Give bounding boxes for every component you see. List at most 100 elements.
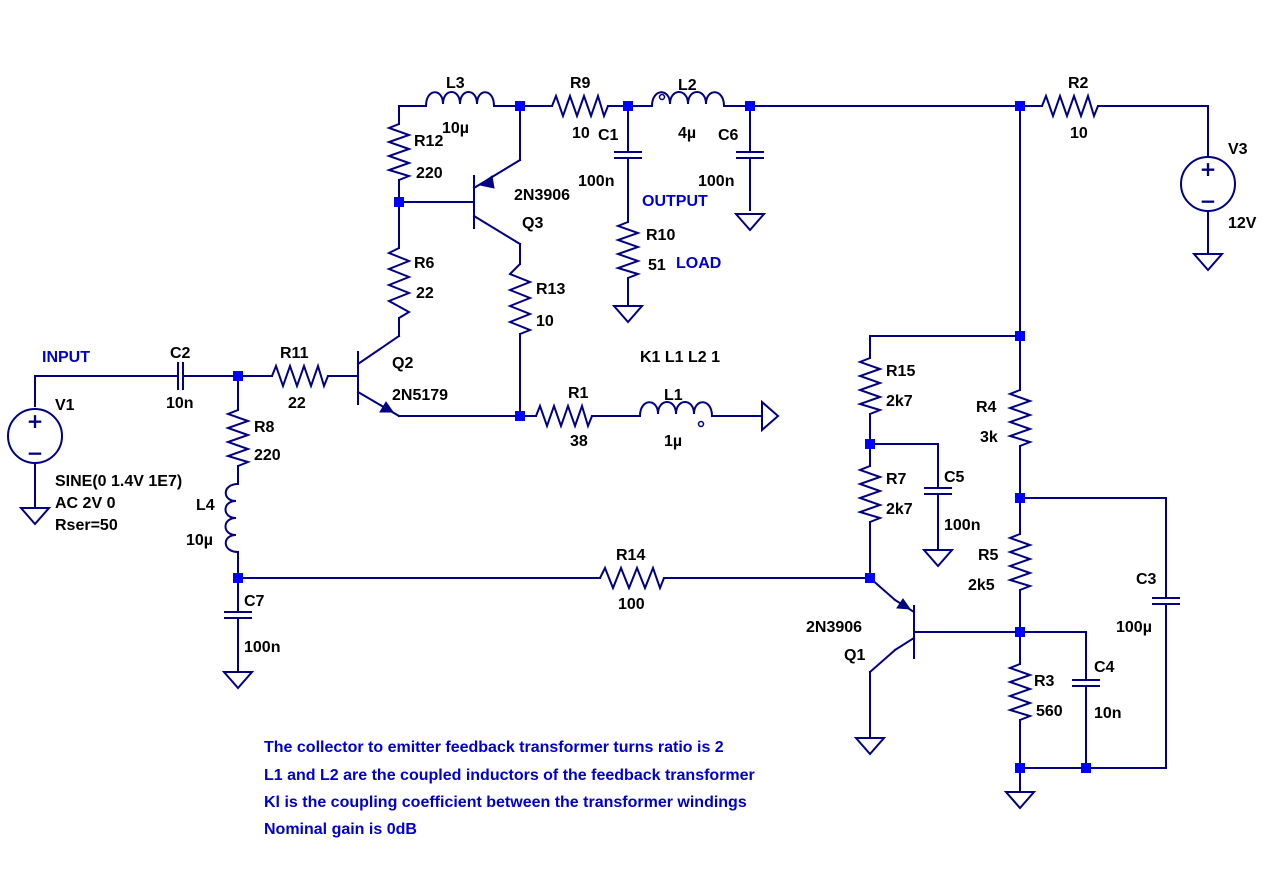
note-line: Nominal gain is 0dB bbox=[264, 821, 417, 838]
r14-value: 100 bbox=[618, 596, 645, 613]
ground-icon bbox=[761, 399, 780, 433]
resistor-r1 bbox=[535, 402, 593, 430]
resistor-r13 bbox=[507, 263, 533, 335]
q1-name: Q1 bbox=[844, 647, 865, 664]
r14-name: R14 bbox=[616, 547, 645, 564]
capacitor-c6 bbox=[736, 151, 764, 165]
r1-name: R1 bbox=[568, 385, 589, 402]
r9-value: 10 bbox=[572, 125, 590, 142]
r2-value: 10 bbox=[1070, 125, 1088, 142]
resistor-r3 bbox=[1006, 663, 1034, 721]
resistor-r10 bbox=[614, 221, 642, 279]
r9-name: R9 bbox=[570, 75, 591, 92]
r5-value: 2k5 bbox=[968, 577, 995, 594]
resistor-r9 bbox=[551, 92, 609, 120]
c1-name: C1 bbox=[598, 127, 619, 144]
c2-name: C2 bbox=[170, 345, 191, 362]
r7-value: 2k7 bbox=[886, 501, 913, 518]
ground-icon bbox=[853, 737, 887, 756]
r3-value: 560 bbox=[1036, 703, 1063, 720]
capacitor-c7 bbox=[224, 611, 252, 625]
svg-text:−: − bbox=[1200, 189, 1217, 213]
r12-name: R12 bbox=[414, 133, 443, 150]
l1-value: 1µ bbox=[664, 433, 682, 450]
inductor-l3 bbox=[425, 91, 495, 107]
transistor-q3-symbol bbox=[472, 158, 522, 246]
voltage-source-v1: + − bbox=[7, 408, 63, 465]
capacitor-c2 bbox=[171, 362, 190, 390]
c4-name: C4 bbox=[1094, 659, 1115, 676]
r6-value: 22 bbox=[416, 285, 434, 302]
r7-name: R7 bbox=[886, 471, 907, 488]
voltage-source-v3: + − bbox=[1180, 156, 1236, 213]
v1-spec-ac: AC 2V 0 bbox=[55, 495, 116, 512]
capacitor-c1 bbox=[614, 151, 642, 165]
transistor-q2-symbol bbox=[356, 334, 401, 418]
r1-value: 38 bbox=[570, 433, 588, 450]
resistor-r5 bbox=[1006, 533, 1034, 591]
ground-icon bbox=[611, 305, 645, 324]
ground-icon bbox=[18, 507, 52, 526]
c3-name: C3 bbox=[1136, 571, 1157, 588]
inductor-l2-phase-dot bbox=[658, 93, 666, 101]
wires bbox=[34, 105, 1209, 793]
c3-value: 100µ bbox=[1116, 619, 1152, 636]
r8-value: 220 bbox=[254, 447, 281, 464]
c4-value: 10n bbox=[1094, 705, 1122, 722]
c5-name: C5 bbox=[944, 469, 965, 486]
inductor-l2 bbox=[651, 91, 725, 107]
q2-name: Q2 bbox=[392, 355, 413, 372]
v3-value: 12V bbox=[1228, 215, 1257, 232]
r15-value: 2k7 bbox=[886, 393, 913, 410]
c5-value: 100n bbox=[944, 517, 980, 534]
input-label: INPUT bbox=[42, 349, 90, 366]
junctions bbox=[233, 101, 1091, 773]
capacitor-c3 bbox=[1152, 597, 1180, 611]
inductor-l1 bbox=[639, 401, 713, 417]
l4-value: 10µ bbox=[186, 532, 213, 549]
r3-name: R3 bbox=[1034, 673, 1055, 690]
net-labels: INPUT OUTPUT LOAD K1 L1 L2 1 bbox=[42, 193, 721, 366]
coupling-dots bbox=[658, 93, 705, 428]
inductor-l4 bbox=[224, 483, 239, 553]
notes: The collector to emitter feedback transf… bbox=[264, 739, 755, 838]
r5-name: R5 bbox=[978, 547, 999, 564]
v1-spec-sine: SINE(0 1.4V 1E7) bbox=[55, 473, 182, 490]
resistor-r11 bbox=[271, 362, 329, 390]
note-line: L1 and L2 are the coupled inductors of t… bbox=[264, 767, 755, 784]
v1-name: V1 bbox=[55, 397, 75, 414]
ground-icon bbox=[733, 213, 767, 232]
coupling-directive: K1 L1 L2 1 bbox=[640, 349, 720, 366]
capacitors bbox=[171, 151, 1180, 693]
svg-text:−: − bbox=[27, 441, 44, 465]
c2-value: 10n bbox=[166, 395, 194, 412]
r12-value: 220 bbox=[416, 165, 443, 182]
l3-value: 10µ bbox=[442, 120, 469, 137]
r11-value: 22 bbox=[288, 395, 306, 412]
q1-model: 2N3906 bbox=[806, 619, 862, 636]
r11-name: R11 bbox=[280, 345, 309, 362]
l1-name: L1 bbox=[664, 387, 683, 404]
capacitor-c4 bbox=[1072, 679, 1100, 693]
q2-model: 2N5179 bbox=[392, 387, 448, 404]
q3-model: 2N3906 bbox=[514, 187, 570, 204]
r10-name: R10 bbox=[646, 227, 675, 244]
ground-icon bbox=[1191, 253, 1225, 272]
capacitor-c5 bbox=[924, 487, 952, 501]
note-line: The collector to emitter feedback transf… bbox=[264, 739, 724, 756]
l3-name: L3 bbox=[446, 75, 465, 92]
r4-value: 3k bbox=[980, 429, 998, 446]
inductor-l1-phase-dot bbox=[697, 420, 705, 428]
c1-value: 100n bbox=[578, 173, 614, 190]
c7-value: 100n bbox=[244, 639, 280, 656]
r4-name: R4 bbox=[976, 399, 997, 416]
note-line: Kl is the coupling coefficient between t… bbox=[264, 794, 747, 811]
load-label: LOAD bbox=[676, 255, 721, 272]
resistors bbox=[224, 92, 1099, 721]
output-label: OUTPUT bbox=[642, 193, 708, 210]
resistor-r7 bbox=[856, 465, 884, 523]
resistor-r14 bbox=[599, 565, 665, 591]
v1-spec-rser: Rser=50 bbox=[55, 517, 118, 534]
ground-icon bbox=[921, 549, 955, 568]
